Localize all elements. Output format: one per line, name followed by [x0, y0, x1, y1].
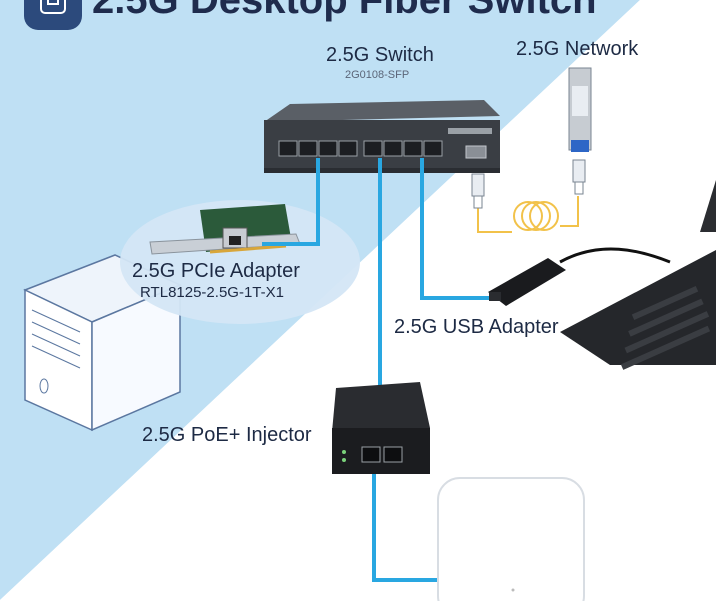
- pcie-adapter-label: 2.5G PCIe Adapter: [132, 260, 300, 282]
- page-title: 2.5G Desktop Fiber Switch: [92, 0, 597, 22]
- network-label: 2.5G Network: [516, 38, 639, 60]
- switch-label: 2.5G Switch: [326, 44, 434, 66]
- switch-model-label: 2G0108-SFP: [345, 69, 410, 81]
- ethernet-cables: [262, 158, 500, 582]
- access-point-icon: [437, 477, 585, 601]
- fiber-cable: [477, 196, 579, 233]
- fiber-connector-right: [572, 159, 586, 195]
- poe-injector-label: 2.5G PoE+ Injector: [142, 424, 312, 446]
- usb-adapter-label: 2.5G USB Adapter: [394, 316, 559, 338]
- pcie-card-icon: [149, 204, 301, 255]
- poe-injector-icon: [332, 382, 430, 474]
- network-icon: [24, 0, 82, 30]
- sfp-module-icon: [568, 67, 592, 152]
- pcie-model-label: RTL8125-2.5G-1T-X1: [140, 284, 284, 301]
- pcie-bubble: [120, 200, 360, 324]
- usb-adapter-icon: [488, 247, 671, 306]
- desktop-pc-icon: [23, 254, 182, 432]
- laptop-icon: [560, 180, 716, 370]
- fiber-connector-left: [471, 173, 485, 209]
